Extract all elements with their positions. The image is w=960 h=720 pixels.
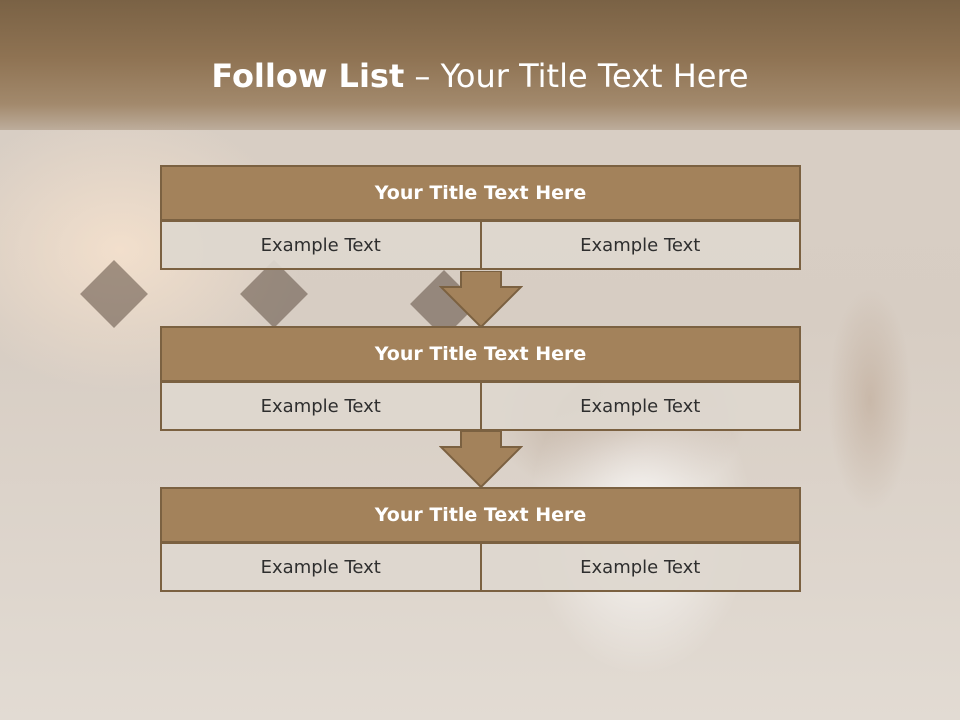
step-cell-right: Example Text: [479, 220, 801, 270]
step-row: Example Text Example Text: [160, 381, 801, 431]
title-bar: [0, 0, 960, 130]
step-block-1: Your Title Text Here Example Text Exampl…: [160, 165, 801, 270]
slide-title: Follow List – Your Title Text Here: [0, 56, 960, 96]
background-figure: [800, 240, 950, 560]
step-row: Example Text Example Text: [160, 542, 801, 592]
title-bold: Follow List: [211, 57, 405, 95]
step-cell-right: Example Text: [479, 542, 801, 592]
step-title: Your Title Text Here: [160, 326, 801, 382]
step-cell-left: Example Text: [160, 220, 482, 270]
step-cell-right: Example Text: [479, 381, 801, 431]
title-rest: – Your Title Text Here: [414, 57, 749, 95]
step-block-2: Your Title Text Here Example Text Exampl…: [160, 326, 801, 431]
step-cell-left: Example Text: [160, 542, 482, 592]
floor-tile: [240, 260, 308, 328]
step-title: Your Title Text Here: [160, 165, 801, 221]
down-arrow-icon: [439, 431, 523, 489]
step-row: Example Text Example Text: [160, 220, 801, 270]
step-title: Your Title Text Here: [160, 487, 801, 543]
step-cell-left: Example Text: [160, 381, 482, 431]
floor-tile: [80, 260, 148, 328]
down-arrow-icon: [439, 271, 523, 329]
step-block-3: Your Title Text Here Example Text Exampl…: [160, 487, 801, 592]
